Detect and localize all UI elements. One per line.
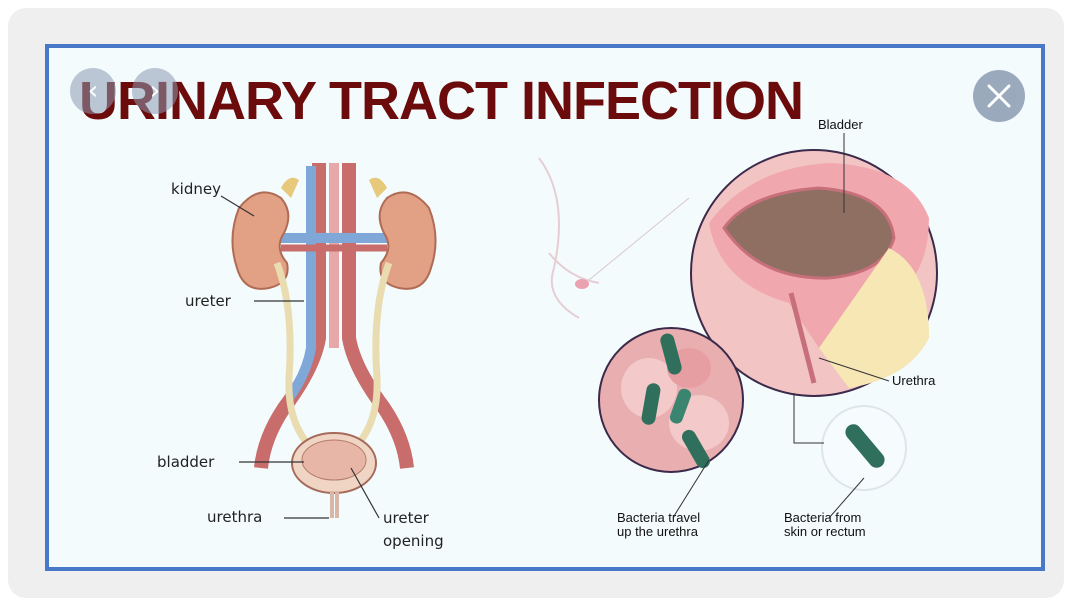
label-ureter-opening-1: ureter: [383, 509, 430, 527]
label-bacteria-travel-2: up the urethra: [617, 524, 699, 539]
label-urethra: urethra: [207, 508, 262, 526]
label-bacteria-travel-1: Bacteria travel: [617, 510, 700, 525]
label-bacteria-from-1: Bacteria from: [784, 510, 861, 525]
viewer-nav: ‹ ›: [70, 68, 180, 114]
label-ureter: ureter: [185, 292, 232, 310]
slide-title: URINARY TRACT INFECTION: [79, 71, 803, 131]
bacteria-diagram: [539, 133, 937, 518]
chevron-left-icon: ‹: [70, 76, 116, 106]
close-icon: [973, 70, 1025, 122]
prev-button[interactable]: ‹: [70, 68, 116, 114]
close-button[interactable]: [973, 70, 1025, 122]
uti-illustration: URINARY TRACT INFECTION: [49, 48, 1041, 567]
label-bacteria-from-2: skin or rectum: [784, 524, 866, 539]
label-bladder-right: Bladder: [818, 117, 863, 132]
label-ureter-opening-2: opening: [383, 532, 444, 550]
slide-image: URINARY TRACT INFECTION: [45, 44, 1045, 571]
label-urethra-right: Urethra: [892, 373, 936, 388]
next-button[interactable]: ›: [132, 68, 178, 114]
label-bladder: bladder: [157, 453, 215, 471]
label-kidney: kidney: [171, 180, 221, 198]
urinary-system-diagram: [221, 163, 436, 518]
chevron-right-icon: ›: [132, 76, 178, 106]
